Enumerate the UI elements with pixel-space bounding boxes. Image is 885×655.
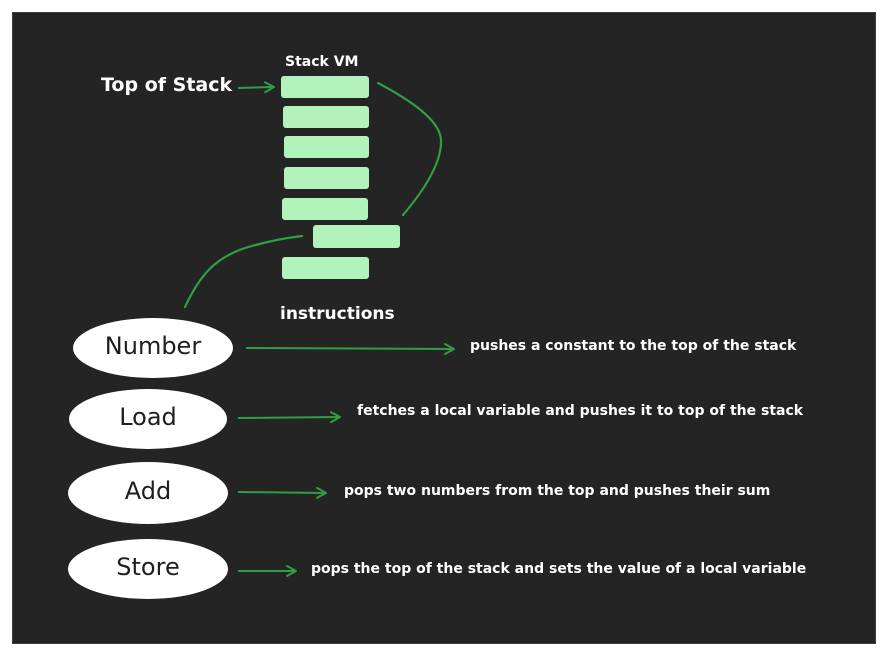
- instruction-name-number: Number: [104, 332, 202, 360]
- description-store: pops the top of the stack and sets the v…: [311, 561, 807, 577]
- stack-cell: [282, 257, 369, 279]
- stack-cell: [281, 76, 369, 98]
- arrow-number: [245, 342, 455, 355]
- instruction-pill-load: [69, 389, 227, 449]
- instruction-pill-number: [73, 318, 233, 378]
- diagram-title: Stack VM: [285, 54, 359, 70]
- instruction-name-load: Load: [119, 403, 177, 431]
- description-number: pushes a constant to the top of the stac…: [470, 338, 797, 354]
- instruction-name-add: Add: [124, 477, 172, 505]
- instruction-name-store: Store: [116, 553, 180, 581]
- instruction-pill-add: [68, 462, 228, 524]
- description-load: fetches a local variable and pushes it t…: [357, 403, 804, 419]
- description-add: pops two numbers from the top and pushes…: [344, 483, 771, 499]
- stack-cell: [283, 106, 369, 128]
- arrow-add: [237, 486, 327, 499]
- arrow-load: [237, 411, 341, 424]
- stack-cell: [282, 198, 368, 220]
- stack-cell-popped: [313, 225, 400, 248]
- instructions-label: instructions: [280, 304, 395, 324]
- stack-cell: [284, 167, 369, 189]
- pop-connector-curve: [376, 81, 443, 217]
- top-of-stack-label: Top of Stack: [101, 74, 233, 96]
- top-of-stack-arrow: [237, 81, 275, 94]
- instruction-connector-curve: [183, 234, 304, 309]
- stack-cell: [284, 136, 369, 158]
- instruction-pill-store: [68, 539, 228, 599]
